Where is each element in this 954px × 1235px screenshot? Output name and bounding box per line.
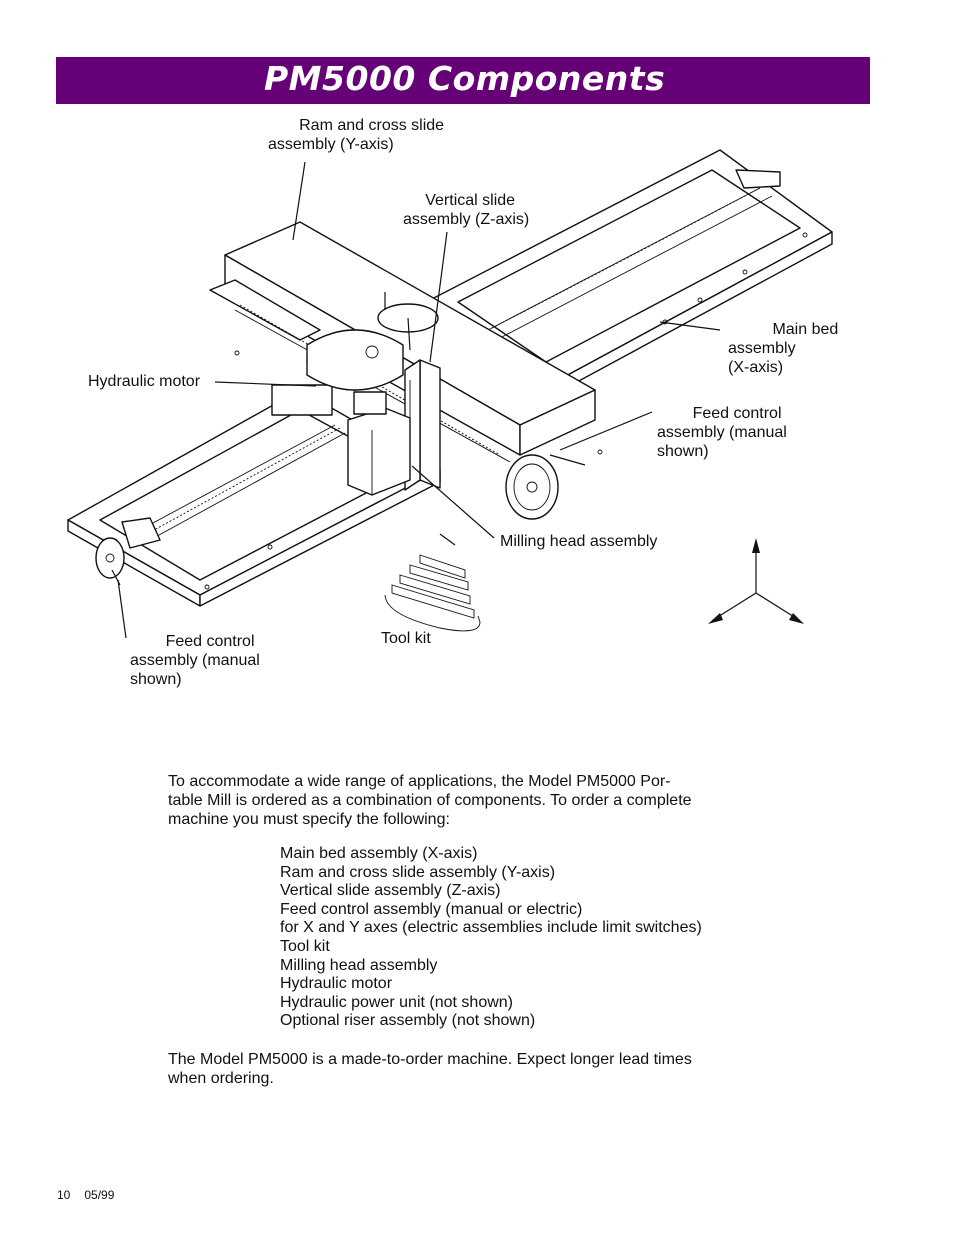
mill-diagram <box>67 149 833 639</box>
list-item: Milling head assembly <box>280 956 438 974</box>
callout-feed-control-left: Feed control assembly (manual shown) <box>130 633 260 688</box>
list-item: Feed control assembly (manual or electri… <box>280 900 583 918</box>
list-item: Main bed assembly (X-axis) <box>280 845 478 862</box>
callout-milling-head: Milling head assembly <box>500 533 658 550</box>
callout-ram-cross-slide: Ram and cross slide assembly (Y-axis) <box>268 117 445 153</box>
xyz-axes-icon <box>708 538 804 624</box>
page-footer: 10 05/99 <box>57 1188 114 1202</box>
title-banner: PM5000 Components <box>56 57 870 104</box>
page-number: 10 <box>57 1188 71 1202</box>
list-item: Tool kit <box>280 937 330 955</box>
cross-slide-bed-illustration <box>67 350 441 607</box>
list-item: Optional riser assembly (not shown) <box>280 1012 536 1030</box>
hydraulic-motor-illustration <box>306 329 404 391</box>
callout-tool-kit: Tool kit <box>381 630 431 647</box>
page-title: PM5000 Components <box>264 59 666 98</box>
list-item: for X and Y axes (electric assemblies in… <box>280 919 702 937</box>
intro-paragraph: To accommodate a wide range of applicati… <box>168 773 692 828</box>
component-list: Main bed assembly (X-axis) Ram and cross… <box>280 845 702 1031</box>
main-bed-illustration <box>429 149 833 455</box>
list-item: Vertical slide assembly (Z-axis) <box>280 882 501 900</box>
list-item: Hydraulic power unit (not shown) <box>280 993 513 1011</box>
callout-vertical-slide: Vertical slide assembly (Z-axis) <box>403 192 530 228</box>
list-item: Ram and cross slide assembly (Y-axis) <box>280 863 556 881</box>
tool-kit-illustration <box>384 554 481 632</box>
leader-lines <box>117 161 721 639</box>
handwheel-right-illustration <box>505 454 586 520</box>
lead-time-note: The Model PM5000 is a made-to-order mach… <box>168 1051 692 1087</box>
callout-hydraulic-motor: Hydraulic motor <box>88 373 201 390</box>
callout-feed-control-right: Feed control assembly (manual shown) <box>657 405 787 460</box>
revision-date: 05/99 <box>84 1188 115 1202</box>
milling-head-illustration <box>347 391 411 496</box>
list-item: Hydraulic motor <box>280 975 393 993</box>
callout-main-bed: Main bed assembly (X-axis) <box>728 321 839 376</box>
handwheel-left-illustration <box>95 537 125 586</box>
